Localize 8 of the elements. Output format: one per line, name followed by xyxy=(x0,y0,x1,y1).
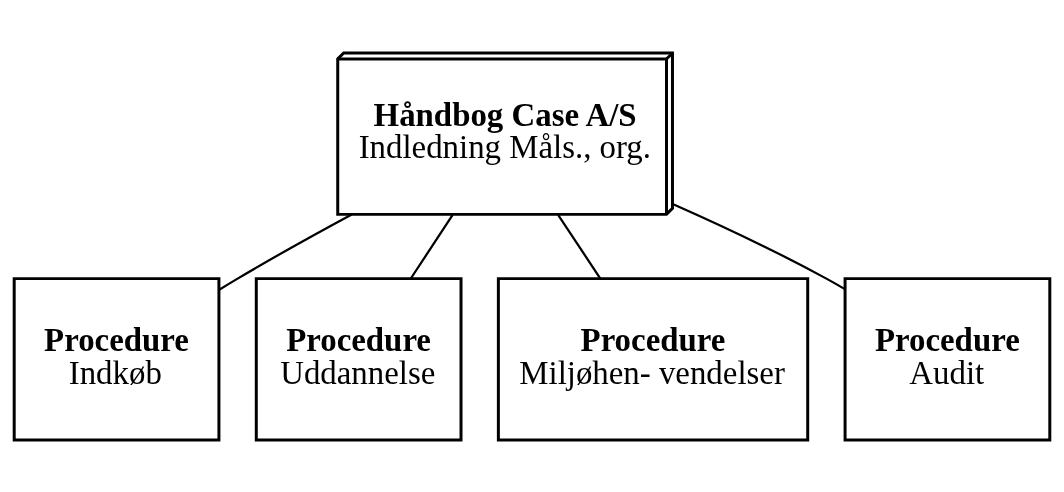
connector xyxy=(672,202,845,290)
node-box: Procedure Audit xyxy=(843,276,1052,441)
connector xyxy=(557,213,602,279)
connector xyxy=(410,213,454,279)
node-box: Procedure Uddannelse xyxy=(254,276,463,441)
node-box: Procedure Miljøhen- vendelser xyxy=(496,276,810,441)
node-box: Procedure Indkøb xyxy=(12,276,221,441)
connector xyxy=(218,212,353,291)
